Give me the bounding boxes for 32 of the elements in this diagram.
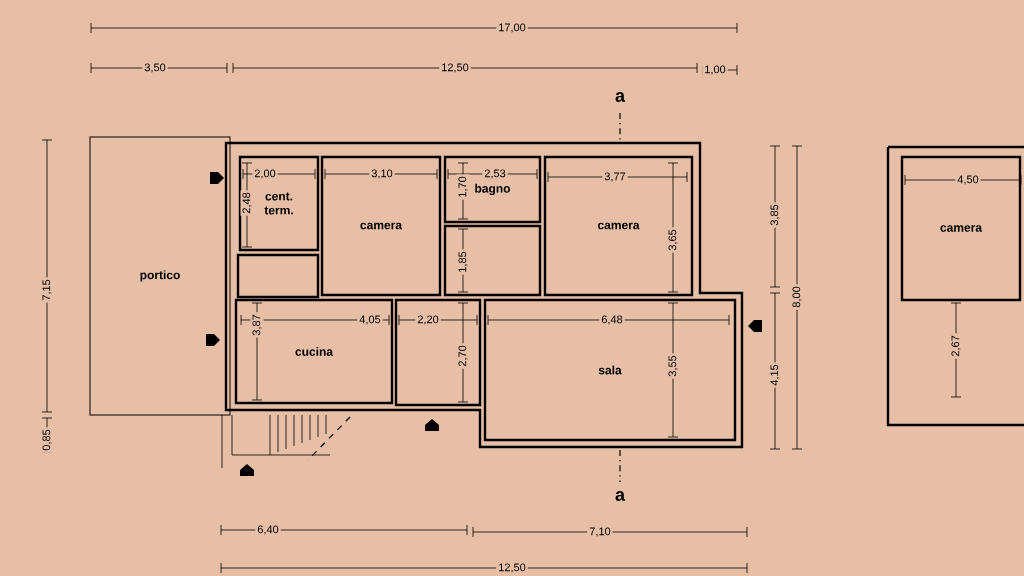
dimension-label: 3,10 [369, 167, 395, 181]
room-outline [443, 224, 542, 297]
room-outline [236, 253, 320, 299]
dimension-label: 3,55 [666, 353, 680, 379]
dimension-label: 4,50 [955, 173, 981, 187]
section-mark: a [615, 491, 626, 501]
section-mark: a [615, 92, 626, 102]
room-outline [394, 298, 482, 407]
dimension-label: 1,00 [702, 63, 728, 77]
dimension-label: 3,87 [250, 312, 264, 338]
dimension-label: 2,48 [240, 190, 254, 216]
dimension-label: 2,53 [482, 167, 508, 181]
dimension-label: 3,50 [142, 61, 168, 75]
dimension-label: 2,67 [949, 333, 963, 359]
dimension-label: 0,85 [40, 427, 54, 453]
dimension-label: 12,50 [439, 61, 471, 75]
dimension-label: 3,65 [666, 227, 680, 253]
dimension-label: 6,48 [599, 313, 625, 327]
room-outline: portico [89, 136, 231, 416]
dimension-label: 17,00 [496, 21, 528, 35]
dimension-label: 6,40 [255, 523, 281, 537]
dimension-label: 3,85 [768, 202, 782, 228]
dimension-label: 1,85 [456, 249, 470, 275]
dimension-label: 1,70 [456, 174, 470, 200]
dimension-label: 8,00 [790, 284, 804, 310]
dimension-label: 2,00 [252, 167, 278, 181]
dimension-label: 2,20 [415, 313, 441, 327]
dimension-label: 2,70 [456, 343, 470, 369]
dimension-label: 4,05 [357, 313, 383, 327]
dimension-label: 3,77 [602, 170, 628, 184]
dimension-label: 7,10 [587, 525, 613, 539]
dimension-label: 12,50 [496, 561, 528, 575]
